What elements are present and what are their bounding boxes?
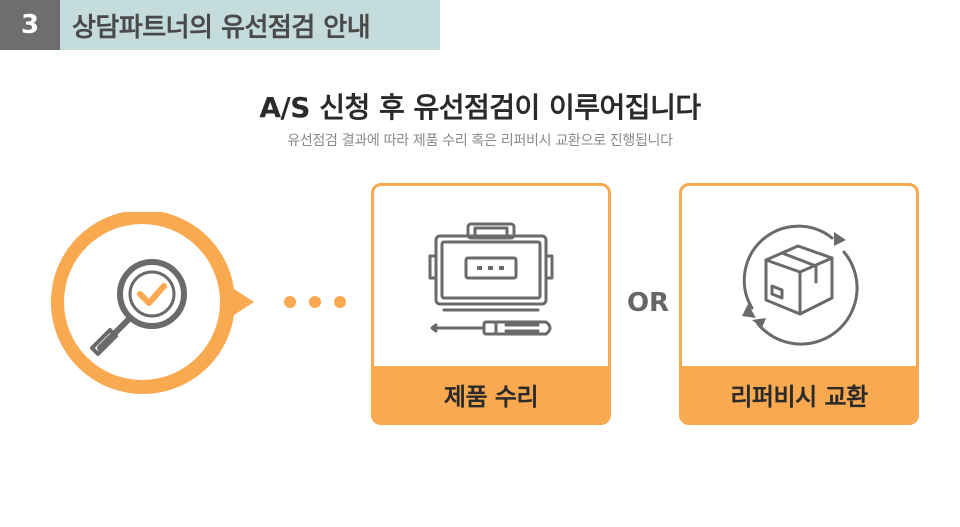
exchange-option-label: 리퍼비시 교환: [682, 366, 916, 422]
or-separator: OR: [626, 288, 670, 318]
repair-option-card: 제품 수리: [371, 183, 611, 425]
magnifier-check-icon: [50, 212, 254, 394]
section-title: 상담파트너의 유선점검 안내: [60, 0, 440, 50]
page-title: A/S 신청 후 유선점검이 이루어집니다: [259, 91, 701, 124]
dots-icon: [284, 296, 346, 308]
section-number: 3: [0, 0, 60, 50]
toolbox-screwdriver-icon: [428, 222, 554, 336]
page-subtitle: 유선점검 결과에 따라 제품 수리 혹은 리퍼비시 교환으로 진행됩니다: [287, 133, 673, 149]
exchange-option-card: 리퍼비시 교환: [679, 183, 919, 425]
section-header: 3 상담파트너의 유선점검 안내: [0, 0, 440, 50]
refresh-box-icon: [742, 224, 859, 346]
repair-option-label: 제품 수리: [374, 366, 608, 422]
